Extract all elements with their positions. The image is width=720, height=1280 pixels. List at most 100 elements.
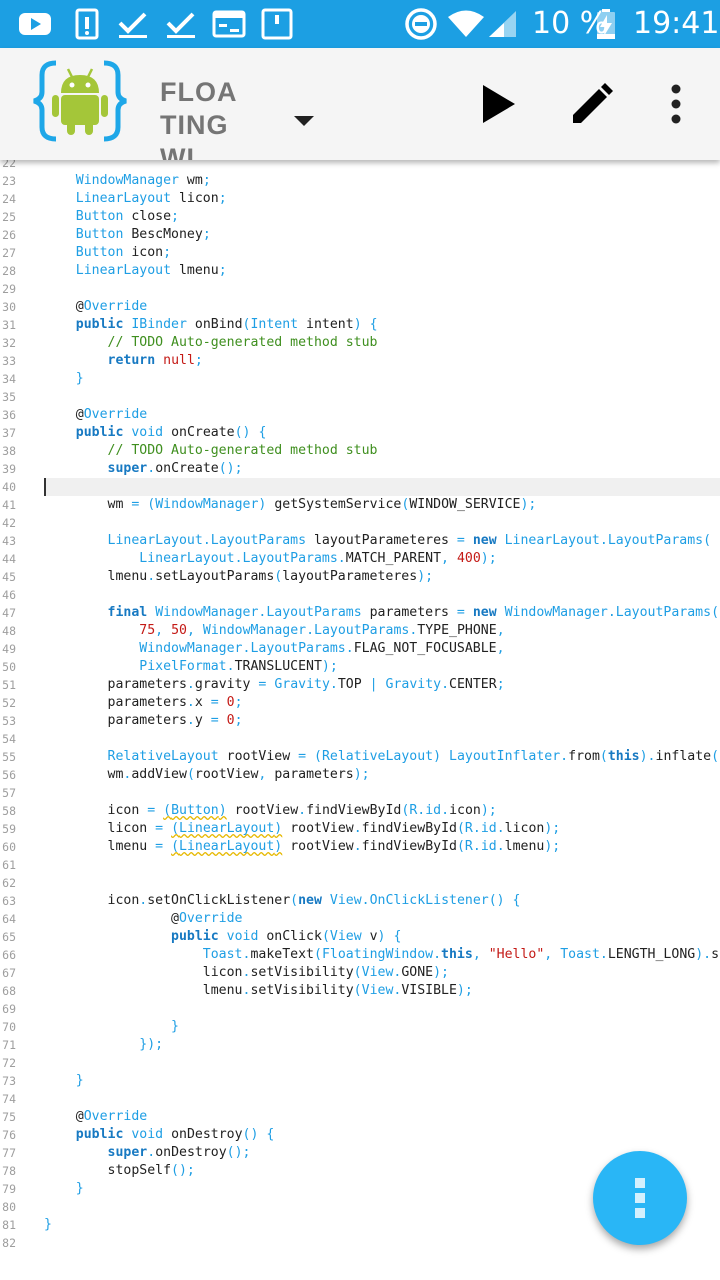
code-line[interactable]: 67 licon.setVisibility(View.GONE); — [0, 964, 720, 982]
code-text: stopSelf(); — [44, 1163, 195, 1178]
code-line[interactable]: 71 }); — [0, 1036, 720, 1054]
code-line[interactable]: 28 LinearLayout lmenu; — [0, 262, 720, 280]
code-text: wm = (WindowManager) getSystemService(WI… — [44, 497, 537, 512]
code-line[interactable]: 34 } — [0, 370, 720, 388]
code-line[interactable]: 82 — [0, 1234, 720, 1252]
code-line[interactable]: 25 Button close; — [0, 208, 720, 226]
edit-icon[interactable] — [568, 80, 616, 128]
line-number: 46 — [2, 588, 16, 602]
code-line[interactable]: 64 @Override — [0, 910, 720, 928]
code-line[interactable]: 22 — [0, 160, 720, 172]
code-line[interactable]: 79 } — [0, 1180, 720, 1198]
battery-charging-icon — [597, 9, 615, 39]
code-line[interactable]: 68 lmenu.setVisibility(View.VISIBLE); — [0, 982, 720, 1000]
code-line[interactable]: 31 public IBinder onBind(Intent intent) … — [0, 316, 720, 334]
code-line[interactable]: 47 final WindowManager.LayoutParams para… — [0, 604, 720, 622]
code-line[interactable]: 41 wm = (WindowManager) getSystemService… — [0, 496, 720, 514]
line-number: 26 — [2, 228, 16, 242]
floating-action-button[interactable] — [593, 1151, 687, 1245]
code-line[interactable]: 42 — [0, 514, 720, 532]
line-number: 40 — [2, 480, 16, 494]
line-number: 48 — [2, 624, 16, 638]
run-icon[interactable] — [476, 82, 520, 126]
code-text: @Override — [44, 1109, 148, 1124]
code-text: @Override — [44, 299, 148, 314]
line-number: 45 — [2, 570, 16, 584]
code-text: licon.setVisibility(View.GONE); — [44, 965, 449, 980]
code-line[interactable]: 73 } — [0, 1072, 720, 1090]
code-line[interactable]: 70 } — [0, 1018, 720, 1036]
code-line[interactable]: 27 Button icon; — [0, 244, 720, 262]
line-number: 66 — [2, 948, 16, 962]
code-line[interactable]: 58 icon = (Button) rootView.findViewById… — [0, 802, 720, 820]
code-line[interactable]: 40 — [0, 478, 720, 496]
code-line[interactable]: 53 parameters.y = 0; — [0, 712, 720, 730]
code-text: lmenu = (LinearLayout) rootView.findView… — [44, 839, 561, 854]
line-number: 24 — [2, 192, 16, 206]
code-line[interactable]: 45 lmenu.setLayoutParams(layoutParameter… — [0, 568, 720, 586]
code-line[interactable]: 54 — [0, 730, 720, 748]
code-line[interactable]: 56 wm.addView(rootView, parameters); — [0, 766, 720, 784]
line-number: 22 — [2, 160, 16, 170]
overflow-menu-icon[interactable] — [662, 84, 690, 124]
code-line[interactable]: 76 public void onDestroy() { — [0, 1126, 720, 1144]
app-bar: FLOATINGWI — [0, 48, 720, 160]
line-number: 70 — [2, 1020, 16, 1034]
code-text: parameters.y = 0; — [44, 713, 243, 728]
code-line[interactable]: 51 parameters.gravity = Gravity.TOP | Gr… — [0, 676, 720, 694]
code-text: lmenu.setLayoutParams(layoutParameteres)… — [44, 569, 434, 584]
line-number: 57 — [2, 786, 16, 800]
code-line[interactable]: 38 // TODO Auto-generated method stub — [0, 442, 720, 460]
code-line[interactable]: 66 Toast.makeText(FloatingWindow.this, "… — [0, 946, 720, 964]
code-line[interactable]: 63 icon.setOnClickListener(new View.OnCl… — [0, 892, 720, 910]
code-text: WindowManager wm; — [75, 173, 211, 188]
code-line[interactable]: 74 — [0, 1090, 720, 1108]
code-line[interactable]: 69 — [0, 1000, 720, 1018]
code-line[interactable]: 44 LinearLayout.LayoutParams.MATCH_PAREN… — [0, 550, 720, 568]
code-line[interactable]: 65 public void onClick(View v) { — [0, 928, 720, 946]
line-number: 68 — [2, 984, 16, 998]
code-line[interactable]: 61 — [0, 856, 720, 874]
code-line[interactable]: 43 LinearLayout.LayoutParams layoutParam… — [0, 532, 720, 550]
line-number: 53 — [2, 714, 16, 728]
dropdown-arrow-icon[interactable] — [292, 114, 316, 128]
line-number: 43 — [2, 534, 16, 548]
code-line[interactable]: 55 RelativeLayout rootView = (RelativeLa… — [0, 748, 720, 766]
code-text: } — [44, 1217, 52, 1232]
code-line[interactable]: 81} — [0, 1216, 720, 1234]
code-line[interactable]: 80 — [0, 1198, 720, 1216]
code-text: } — [75, 1073, 84, 1088]
code-text: icon = (Button) rootView.findViewById(R.… — [44, 803, 497, 818]
code-line[interactable]: 49 WindowManager.LayoutParams.FLAG_NOT_F… — [0, 640, 720, 658]
code-line[interactable]: 57 — [0, 784, 720, 802]
code-line[interactable]: 36 @Override — [0, 406, 720, 424]
code-line[interactable]: 23 WindowManager wm; — [0, 172, 720, 190]
code-line[interactable]: 32 // TODO Auto-generated method stub — [0, 334, 720, 352]
code-text: public void onClick(View v) { — [171, 929, 402, 944]
code-line[interactable]: 33 return null; — [0, 352, 720, 370]
code-line[interactable]: 50 PixelFormat.TRANSLUCENT); — [0, 658, 720, 676]
check-icon — [166, 12, 195, 38]
code-line[interactable]: 26 Button BescMoney; — [0, 226, 720, 244]
code-line[interactable]: 78 stopSelf(); — [0, 1162, 720, 1180]
code-line[interactable]: 72 — [0, 1054, 720, 1072]
code-line[interactable]: 48 75, 50, WindowManager.LayoutParams.TY… — [0, 622, 720, 640]
line-number: 54 — [2, 732, 16, 746]
code-line[interactable]: 77 super.onDestroy(); — [0, 1144, 720, 1162]
code-editor[interactable]: 22 23 WindowManager wm;24 LinearLayout li… — [0, 160, 720, 1280]
code-line[interactable]: 39 super.onCreate(); — [0, 460, 720, 478]
code-line[interactable]: 75 @Override — [0, 1108, 720, 1126]
line-number: 73 — [2, 1074, 16, 1088]
code-line[interactable]: 30 @Override — [0, 298, 720, 316]
code-line[interactable]: 60 lmenu = (LinearLayout) rootView.findV… — [0, 838, 720, 856]
code-line[interactable]: 62 — [0, 874, 720, 892]
code-line[interactable]: 29 — [0, 280, 720, 298]
line-number: 39 — [2, 462, 16, 476]
code-line[interactable]: 52 parameters.x = 0; — [0, 694, 720, 712]
code-line[interactable]: 24 LinearLayout licon; — [0, 190, 720, 208]
code-line[interactable]: 37 public void onCreate() { — [0, 424, 720, 442]
code-line[interactable]: 35 — [0, 388, 720, 406]
code-line[interactable]: 46 — [0, 586, 720, 604]
code-line[interactable]: 59 licon = (LinearLayout) rootView.findV… — [0, 820, 720, 838]
project-title[interactable]: FLOATINGWI — [160, 77, 238, 160]
